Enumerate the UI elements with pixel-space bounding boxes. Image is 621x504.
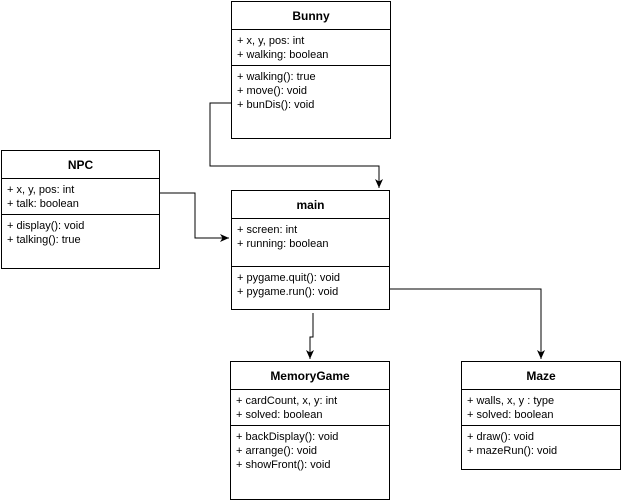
methods-section: + backDisplay(): void + arrange(): void … <box>231 426 389 472</box>
attributes-section: + walls, x, y : type + solved: boolean <box>462 390 620 426</box>
methods-section: + draw(): void + mazeRun(): void <box>462 426 620 458</box>
attributes-section: + x, y, pos: int + talk: boolean <box>2 179 159 215</box>
class-name: Bunny <box>232 2 390 30</box>
methods-section: + display(): void + talking(): true <box>2 215 159 247</box>
attribute: + x, y, pos: int <box>7 184 75 196</box>
method: + draw(): void <box>467 431 534 443</box>
attribute: + solved: boolean <box>236 409 323 421</box>
attribute: + solved: boolean <box>467 409 554 421</box>
attributes-section: + screen: int + running: boolean <box>232 219 389 267</box>
class-box-maze[interactable]: Maze + walls, x, y : type + solved: bool… <box>461 361 621 470</box>
methods-section: + walking(): true + move(): void + bunDi… <box>232 66 390 112</box>
class-box-main[interactable]: main + screen: int + running: boolean + … <box>231 190 390 310</box>
connector-main-to-maze[interactable] <box>390 288 545 359</box>
method: + arrange(): void <box>236 445 318 457</box>
method: + walking(): true <box>237 71 316 83</box>
connector-npc-to-main[interactable] <box>160 192 229 242</box>
attribute: + cardCount, x, y: int <box>236 395 338 407</box>
method: + backDisplay(): void <box>236 431 339 443</box>
method: + showFront(): void <box>236 459 331 471</box>
class-box-npc[interactable]: NPC + x, y, pos: int + talk: boolean + d… <box>1 150 160 269</box>
class-name: MemoryGame <box>231 362 389 390</box>
class-box-memorygame[interactable]: MemoryGame + cardCount, x, y: int + solv… <box>230 361 390 500</box>
method: + mazeRun(): void <box>467 445 558 457</box>
class-name: Maze <box>462 362 620 390</box>
methods-section: + pygame.quit(): void + pygame.run(): vo… <box>232 267 389 299</box>
method: + talking(): true <box>7 234 81 246</box>
attribute: + walking: boolean <box>237 49 329 61</box>
class-box-bunny[interactable]: Bunny + x, y, pos: int + walking: boolea… <box>231 1 391 139</box>
class-name: NPC <box>2 151 159 179</box>
method: + display(): void <box>7 220 85 232</box>
class-name: main <box>232 191 389 219</box>
method: + move(): void <box>237 85 307 97</box>
attributes-section: + x, y, pos: int + walking: boolean <box>232 30 390 66</box>
attribute: + talk: boolean <box>7 198 79 210</box>
connector-main-to-memorygame[interactable] <box>306 313 314 359</box>
attribute: + x, y, pos: int <box>237 35 305 47</box>
attribute: + screen: int <box>237 224 298 236</box>
method: + bunDis(): void <box>237 99 315 111</box>
method: + pygame.run(): void <box>237 286 339 298</box>
attributes-section: + cardCount, x, y: int + solved: boolean <box>231 390 389 426</box>
attribute: + walls, x, y : type <box>467 395 555 407</box>
attribute: + running: boolean <box>237 238 329 250</box>
method: + pygame.quit(): void <box>237 272 341 284</box>
